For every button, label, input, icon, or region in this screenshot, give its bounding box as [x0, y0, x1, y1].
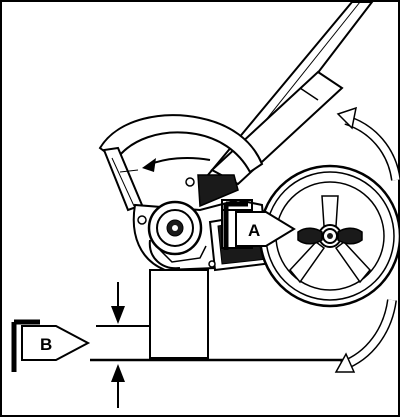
dimension-arrow-icon	[96, 282, 150, 408]
blade-depth-block	[149, 269, 209, 359]
curved-arrow-icon	[142, 156, 211, 172]
callout-b-label: B	[40, 335, 52, 354]
callout-a: A	[221, 199, 296, 250]
callout-b: B	[11, 319, 91, 372]
callout-a-label: A	[248, 221, 260, 240]
wing-nut	[297, 227, 363, 245]
rotation-arrow-icon	[334, 106, 400, 373]
